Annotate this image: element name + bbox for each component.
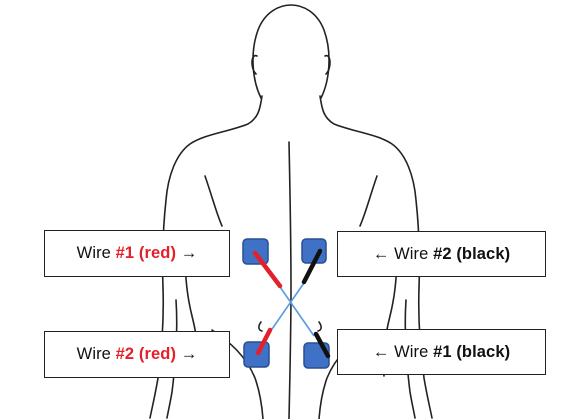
label-highlight: #1 (red) [115, 244, 177, 262]
left-ear [251, 54, 258, 75]
label-prefix: Wire [394, 244, 434, 263]
right-scapula [359, 175, 378, 227]
label-wire-2-red: Wire #2 (red) → [44, 331, 230, 378]
label-emphasis: #1 [433, 342, 452, 361]
lead-wires [252, 248, 331, 359]
wire-1-red [252, 250, 283, 289]
right-arrow-icon: → [176, 244, 198, 262]
spine-line [288, 141, 292, 419]
label-wire-1-black: ← Wire #1 (black) [337, 329, 546, 375]
right-arm-inner [404, 299, 416, 419]
head-outline [252, 4, 330, 99]
wire-1-black [313, 331, 331, 359]
right-dimple [317, 321, 322, 332]
label-emphasis: #2 [433, 244, 452, 263]
label-wire-2-black: ← Wire #2 (black) [337, 231, 546, 277]
left-arm-inner [166, 299, 178, 419]
crossing-wire-a [277, 283, 315, 337]
left-scapula [204, 175, 223, 227]
crossing-wire-b [269, 279, 307, 333]
left-dimple [258, 321, 263, 332]
label-suffix: (black) [451, 244, 511, 263]
wire-2-red [255, 327, 273, 356]
left-arrow-icon: ← [372, 342, 395, 361]
label-prefix: Wire [394, 342, 434, 361]
label-prefix: Wire [76, 244, 116, 262]
right-arm-outline [417, 287, 433, 419]
right-ear [324, 54, 331, 75]
crossing-wires [269, 279, 315, 337]
label-prefix: Wire [76, 345, 116, 363]
left-arrow-icon: ← [372, 244, 395, 263]
label-wire-1-red: Wire #1 (red) → [44, 230, 230, 277]
label-highlight: #2 (red) [115, 345, 177, 363]
right-arrow-icon: → [176, 345, 198, 363]
wire-2-black [301, 248, 323, 285]
label-suffix: (black) [451, 342, 511, 361]
